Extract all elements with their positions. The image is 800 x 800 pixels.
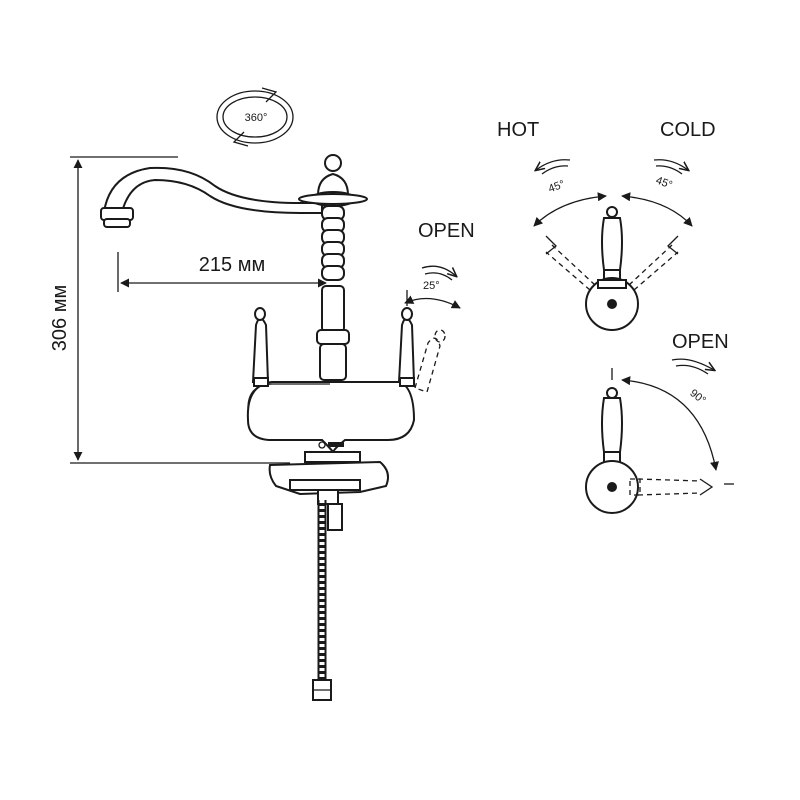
rotation-arrows-icon xyxy=(216,87,294,147)
brand-logo-icon xyxy=(328,442,344,447)
hot-label: HOT xyxy=(497,119,539,141)
height-label: 306 мм xyxy=(49,285,71,351)
open-top-label: OPEN xyxy=(672,331,729,353)
rotation-label: 360° xyxy=(245,112,268,124)
side-open-label: OPEN xyxy=(418,220,475,242)
hot-angle-label: 45° xyxy=(547,178,567,195)
open-top-angle: 90° xyxy=(687,387,708,407)
side-open-annotation xyxy=(404,265,461,309)
reach-dimension xyxy=(117,252,327,292)
faucet-body xyxy=(100,154,446,701)
side-open-angle: 25° xyxy=(423,280,440,292)
open-90-diagram xyxy=(585,358,734,514)
hot-cold-diagram xyxy=(533,159,693,331)
height-dimension xyxy=(70,156,290,464)
cold-label: COLD xyxy=(660,119,716,141)
reach-label: 215 мм xyxy=(199,254,265,276)
cold-angle-label: 45° xyxy=(654,175,674,192)
